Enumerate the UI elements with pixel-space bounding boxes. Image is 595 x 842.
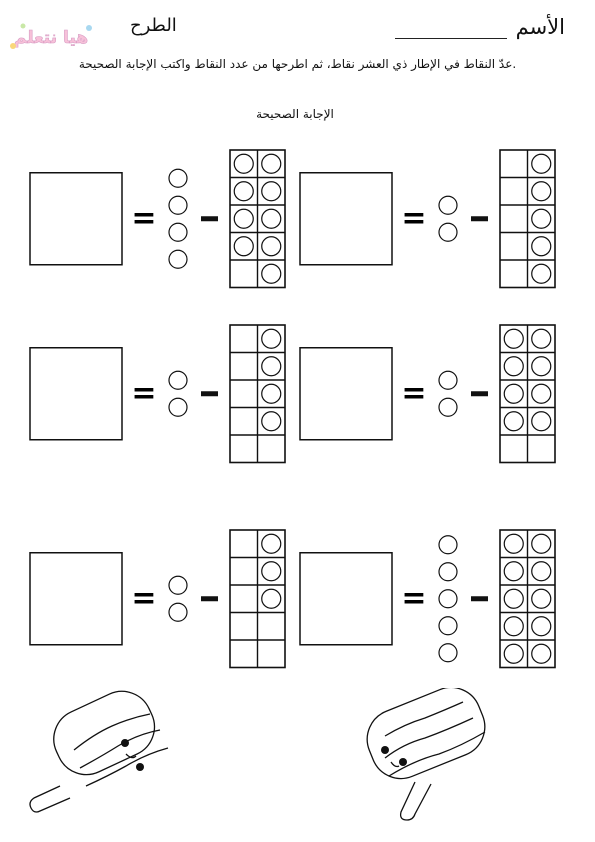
name-field[interactable] — [395, 38, 507, 39]
answer-box[interactable] — [299, 552, 393, 646]
frame-dot — [531, 561, 552, 582]
minus-sign — [201, 391, 218, 397]
frame-dot — [261, 181, 282, 202]
equals-sign: = — [401, 376, 426, 411]
frame-dot — [531, 328, 552, 349]
subtract-dot — [168, 195, 188, 215]
frame-dot — [503, 561, 524, 582]
frame-dot — [503, 356, 524, 377]
frame-dot — [503, 533, 524, 554]
example-label: الإجابة الصحيحة — [256, 107, 334, 121]
frame-dot — [261, 208, 282, 229]
frame-dot — [261, 561, 282, 582]
frame-dot — [233, 153, 254, 174]
subtract-dot — [168, 249, 188, 269]
frame-dot — [503, 616, 524, 637]
answer-box[interactable] — [299, 172, 393, 266]
subtract-dot — [438, 643, 458, 663]
frame-dot — [261, 356, 282, 377]
frame-dot — [233, 208, 254, 229]
answer-box[interactable] — [29, 172, 123, 266]
instructions: .عدّ النقاط في الإطار ذي العشر نقاط، ثم … — [78, 57, 517, 71]
subtract-dot — [438, 562, 458, 582]
subtract-dot — [168, 222, 188, 242]
name-label: الأسم — [515, 15, 565, 39]
frame-dot — [531, 236, 552, 257]
frame-dot — [531, 356, 552, 377]
frame-dot — [503, 643, 524, 664]
frame-dot — [233, 181, 254, 202]
frame-dot — [261, 588, 282, 609]
frame-dot — [261, 263, 282, 284]
frame-dot — [531, 263, 552, 284]
popsicle-icon — [29, 690, 169, 813]
frame-dot — [531, 533, 552, 554]
subtract-dot — [438, 589, 458, 609]
frame-dot — [261, 328, 282, 349]
frame-dot — [503, 328, 524, 349]
equals-sign: = — [401, 201, 426, 236]
subtract-dot — [168, 370, 188, 390]
frame-dot — [531, 208, 552, 229]
subtract-dot — [168, 397, 188, 417]
minus-sign — [471, 596, 488, 602]
minus-sign — [471, 391, 488, 397]
frame-dot — [531, 383, 552, 404]
frame-dot — [531, 181, 552, 202]
frame-dot — [503, 411, 524, 432]
worksheet-title: الطرح — [130, 15, 177, 36]
svg-text:هيا نتعلم: هيا نتعلم — [14, 28, 88, 48]
popsicle-icon — [366, 688, 486, 821]
answer-box[interactable] — [29, 347, 123, 441]
minus-sign — [201, 596, 218, 602]
subtract-dot — [438, 222, 458, 242]
frame-dot — [531, 616, 552, 637]
frame-dot — [261, 153, 282, 174]
frame-dot — [503, 588, 524, 609]
minus-sign — [471, 216, 488, 222]
subtract-dot — [438, 616, 458, 636]
logo: هيا نتعلم — [10, 23, 92, 49]
frame-dot — [261, 411, 282, 432]
frame-dot — [233, 236, 254, 257]
equals-sign: = — [131, 581, 156, 616]
answer-box[interactable] — [299, 347, 393, 441]
frame-dot — [531, 411, 552, 432]
equals-sign: = — [401, 581, 426, 616]
frame-dot — [531, 643, 552, 664]
frame-dot — [261, 236, 282, 257]
frame-dot — [503, 383, 524, 404]
subtract-dot — [168, 168, 188, 188]
frame-dot — [531, 588, 552, 609]
minus-sign — [201, 216, 218, 222]
frame-dot — [261, 383, 282, 404]
equals-sign: = — [131, 201, 156, 236]
subtract-dot — [438, 370, 458, 390]
equals-sign: = — [131, 376, 156, 411]
subtract-dot — [438, 195, 458, 215]
frame-dot — [531, 153, 552, 174]
subtract-dot — [438, 397, 458, 417]
subtract-dot — [168, 602, 188, 622]
answer-box[interactable] — [29, 552, 123, 646]
subtract-dot — [168, 575, 188, 595]
subtract-dot — [438, 535, 458, 555]
frame-dot — [261, 533, 282, 554]
